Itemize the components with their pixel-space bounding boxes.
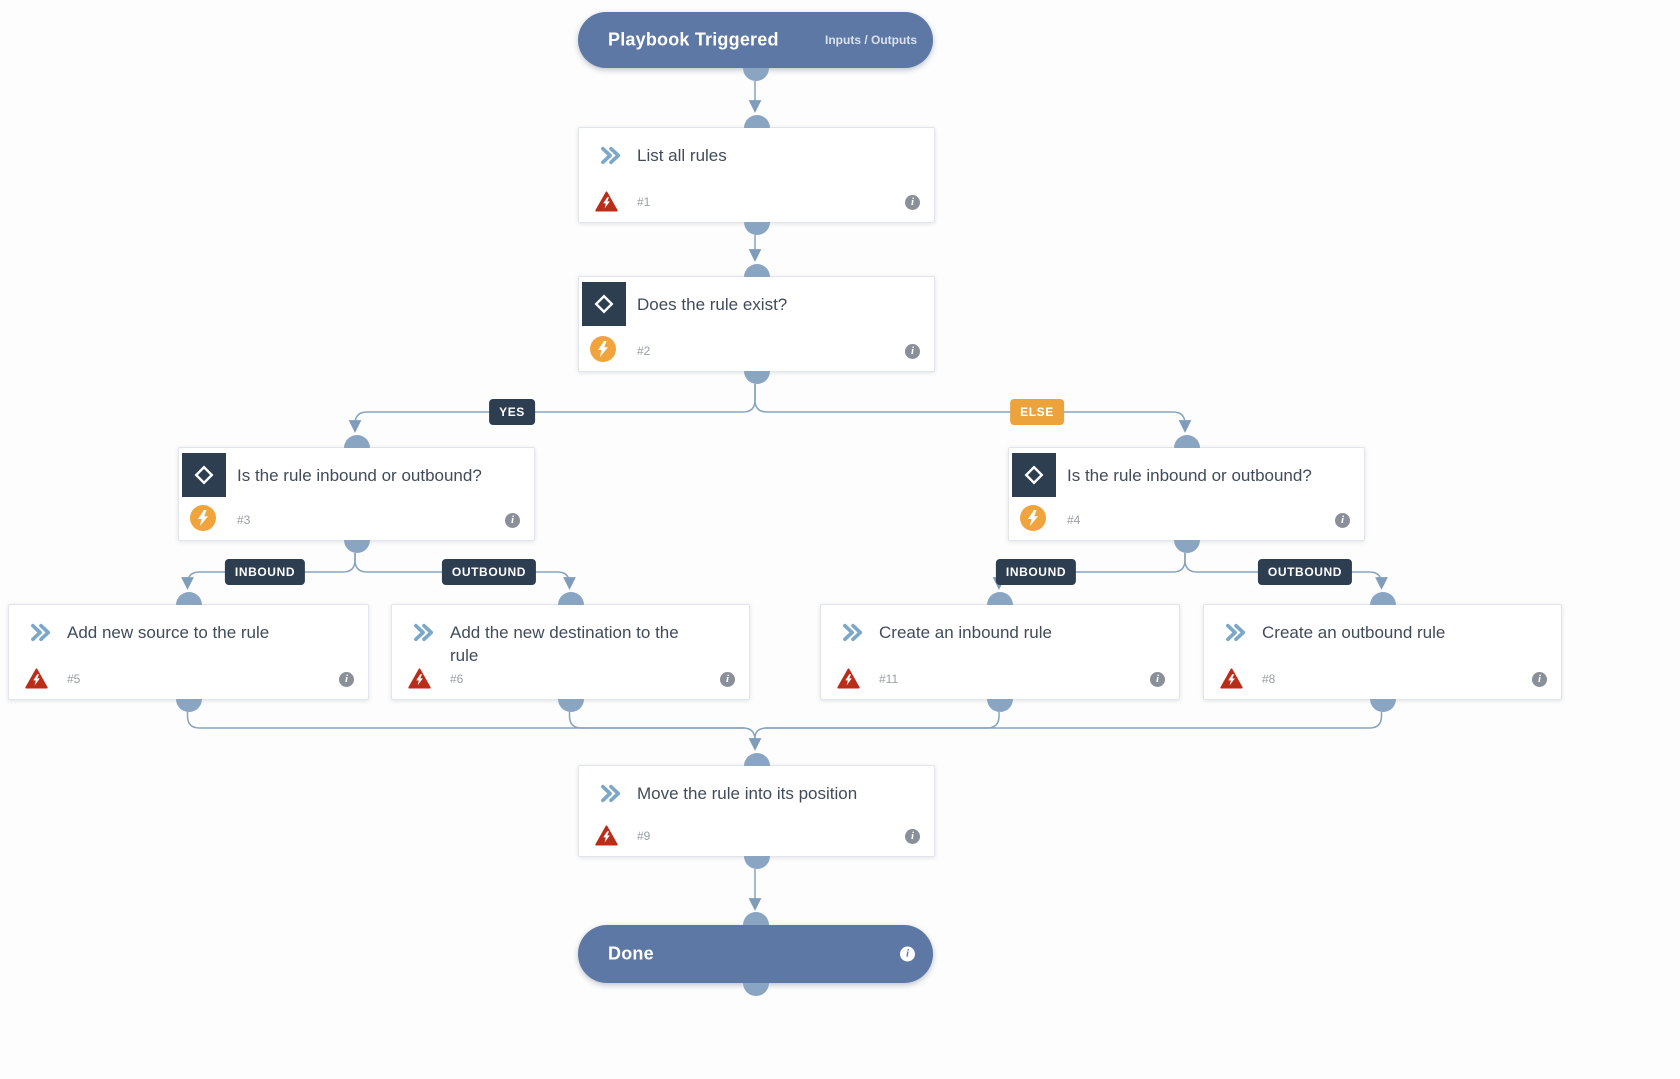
- task-chevron-icon: [30, 623, 52, 642]
- task-id: #11: [879, 672, 899, 686]
- connector-port: [743, 753, 770, 766]
- task-chevron-icon: [842, 623, 864, 642]
- done-title: Done: [608, 943, 654, 964]
- condition-diamond-icon: [182, 453, 226, 497]
- connector-port: [1369, 592, 1396, 605]
- connector-port: [1369, 699, 1396, 712]
- info-icon[interactable]: [1532, 672, 1547, 687]
- info-icon[interactable]: [905, 829, 920, 844]
- connector-port: [175, 699, 202, 712]
- task-id: #1: [637, 195, 651, 209]
- edge-label-inbound-left: INBOUND: [224, 559, 306, 585]
- task-node-move-rule[interactable]: Move the rule into its position #9: [578, 753, 935, 869]
- task-id: #5: [67, 672, 81, 686]
- connector-port: [1173, 435, 1200, 448]
- error-warning-icon: [1220, 668, 1243, 689]
- connector-port: [343, 540, 370, 553]
- task-title: Create an outbound rule: [1262, 623, 1446, 642]
- edge-label-outbound-left: OUTBOUND: [441, 559, 537, 585]
- info-icon[interactable]: [905, 344, 920, 359]
- task-id: #2: [637, 344, 651, 358]
- connector-port: [743, 856, 770, 869]
- condition-node-inbound-outbound-else[interactable]: Is the rule inbound or outbound? #4: [1008, 435, 1365, 553]
- info-icon[interactable]: [339, 672, 354, 687]
- inputs-outputs-link[interactable]: Inputs / Outputs: [825, 33, 917, 47]
- connector-port: [557, 699, 584, 712]
- info-icon[interactable]: [1150, 672, 1165, 687]
- condition-diamond-icon: [582, 282, 626, 326]
- task-node-add-destination[interactable]: Add the new destination to the rule #6: [391, 592, 750, 712]
- auto-lightning-icon: [590, 336, 616, 362]
- connector-port: [987, 592, 1013, 605]
- error-warning-icon: [595, 825, 618, 846]
- connector-port: [743, 115, 770, 128]
- task-title: Move the rule into its position: [637, 784, 858, 803]
- connector-port: [742, 983, 769, 996]
- connector-port: [343, 435, 370, 448]
- task-id: #6: [450, 672, 464, 686]
- condition-node-inbound-outbound-yes[interactable]: Is the rule inbound or outbound? #3: [178, 435, 535, 553]
- connector-port: [743, 264, 770, 277]
- task-node-create-outbound[interactable]: Create an outbound rule #8: [1203, 592, 1562, 712]
- error-warning-icon: [837, 668, 860, 689]
- task-title: Add new source to the rule: [67, 623, 270, 642]
- task-chevron-icon: [600, 146, 622, 165]
- task-id: #4: [1067, 513, 1081, 527]
- task-chevron-icon: [413, 623, 435, 642]
- task-title: Create an inbound rule: [879, 623, 1052, 642]
- task-chevron-icon: [1225, 623, 1247, 642]
- connector-port: [557, 592, 584, 605]
- condition-title: Is the rule inbound or outbound?: [1067, 466, 1312, 485]
- task-id: #8: [1262, 672, 1276, 686]
- edge-label-outbound-right: OUTBOUND: [1257, 559, 1353, 585]
- connector-port: [1173, 540, 1200, 553]
- info-icon[interactable]: [905, 195, 920, 210]
- connector-port: [743, 222, 770, 235]
- auto-lightning-icon: [190, 505, 216, 531]
- auto-lightning-icon: [1020, 505, 1046, 531]
- connector-port: [175, 592, 202, 605]
- info-icon[interactable]: [505, 513, 520, 528]
- task-chevron-icon: [600, 784, 622, 803]
- info-icon[interactable]: [720, 672, 735, 687]
- condition-node-rule-exists[interactable]: Does the rule exist? #2: [578, 264, 935, 384]
- connector-port: [743, 371, 770, 384]
- task-title: Add the new destination to the rule: [450, 623, 679, 665]
- task-id: #9: [637, 829, 651, 843]
- error-warning-icon: [25, 668, 48, 689]
- condition-title: Does the rule exist?: [637, 295, 788, 314]
- task-title: List all rules: [637, 146, 727, 165]
- task-id: #3: [237, 513, 251, 527]
- edge-label-yes: YES: [489, 399, 535, 425]
- condition-diamond-icon: [1012, 453, 1056, 497]
- done-node[interactable]: Done: [578, 912, 933, 996]
- trigger-node[interactable]: Playbook Triggered Inputs / Outputs: [578, 12, 933, 81]
- connector-port: [987, 699, 1013, 712]
- info-icon[interactable]: [1335, 513, 1350, 528]
- edge-label-else: ELSE: [1010, 399, 1064, 425]
- info-icon[interactable]: [900, 946, 915, 962]
- error-warning-icon: [595, 191, 618, 212]
- task-node-add-source[interactable]: Add new source to the rule #5: [8, 592, 369, 712]
- connector-port: [742, 912, 769, 925]
- task-node-list-all-rules[interactable]: List all rules #1: [578, 115, 935, 235]
- trigger-title: Playbook Triggered: [608, 29, 779, 50]
- error-warning-icon: [408, 668, 431, 689]
- task-node-create-inbound[interactable]: Create an inbound rule #11: [820, 592, 1180, 712]
- edge-label-inbound-right: INBOUND: [995, 559, 1077, 585]
- connector-port: [742, 68, 769, 81]
- condition-title: Is the rule inbound or outbound?: [237, 466, 482, 485]
